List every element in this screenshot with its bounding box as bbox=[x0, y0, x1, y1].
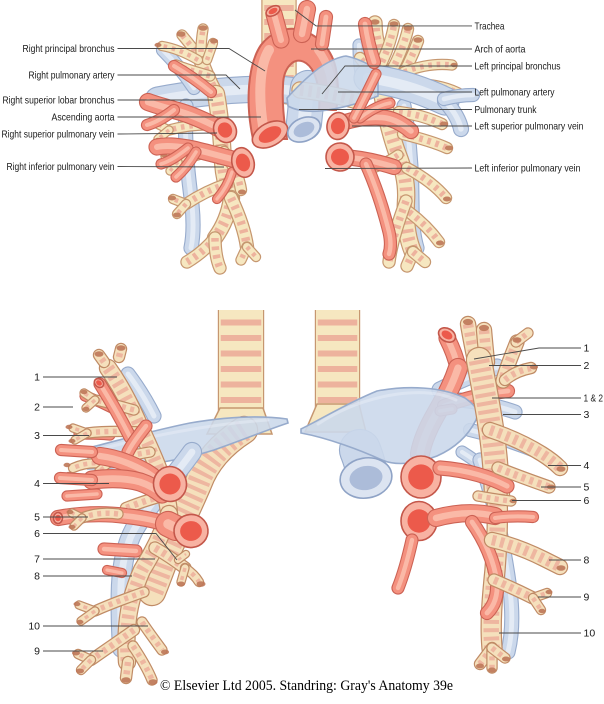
svg-text:8: 8 bbox=[584, 555, 590, 567]
svg-text:10: 10 bbox=[584, 628, 596, 640]
svg-text:10: 10 bbox=[28, 621, 40, 633]
svg-text:© Elsevier Ltd 2005. Standring: © Elsevier Ltd 2005. Standring: Gray's A… bbox=[160, 678, 453, 694]
svg-text:Arch of aorta: Arch of aorta bbox=[475, 44, 526, 56]
svg-text:Ascending aorta: Ascending aorta bbox=[52, 112, 115, 124]
svg-text:9: 9 bbox=[584, 592, 590, 604]
svg-text:Left inferior pulmonary vein: Left inferior pulmonary vein bbox=[475, 163, 581, 175]
svg-text:Right superior lobar bronchus: Right superior lobar bronchus bbox=[3, 95, 115, 107]
svg-text:Right pulmonary artery: Right pulmonary artery bbox=[29, 70, 116, 82]
svg-text:Left superior pulmonary vein: Left superior pulmonary vein bbox=[475, 121, 584, 133]
svg-text:9: 9 bbox=[34, 646, 40, 658]
svg-text:Right principal bronchus: Right principal bronchus bbox=[23, 43, 115, 55]
svg-text:6: 6 bbox=[584, 495, 590, 507]
svg-text:6: 6 bbox=[34, 528, 40, 540]
svg-text:5: 5 bbox=[34, 512, 40, 524]
svg-text:4: 4 bbox=[34, 478, 40, 490]
svg-text:7: 7 bbox=[34, 554, 40, 566]
svg-text:Pulmonary trunk: Pulmonary trunk bbox=[475, 104, 538, 116]
svg-text:2: 2 bbox=[584, 360, 590, 372]
svg-text:1 & 2: 1 & 2 bbox=[584, 393, 604, 405]
svg-text:Right superior pulmonary vein: Right superior pulmonary vein bbox=[2, 129, 115, 141]
svg-text:4: 4 bbox=[584, 460, 590, 472]
svg-text:2: 2 bbox=[34, 402, 40, 414]
svg-text:Right inferior pulmonary vein: Right inferior pulmonary vein bbox=[7, 161, 115, 173]
svg-text:8: 8 bbox=[34, 571, 40, 583]
svg-text:3: 3 bbox=[34, 430, 40, 442]
svg-text:Trachea: Trachea bbox=[475, 21, 505, 33]
svg-text:1: 1 bbox=[584, 343, 590, 355]
svg-text:Left principal bronchus: Left principal bronchus bbox=[475, 61, 561, 73]
svg-text:1: 1 bbox=[34, 372, 40, 384]
svg-text:5: 5 bbox=[584, 482, 590, 494]
svg-text:Left pulmonary artery: Left pulmonary artery bbox=[475, 87, 556, 99]
svg-text:3: 3 bbox=[584, 409, 590, 421]
